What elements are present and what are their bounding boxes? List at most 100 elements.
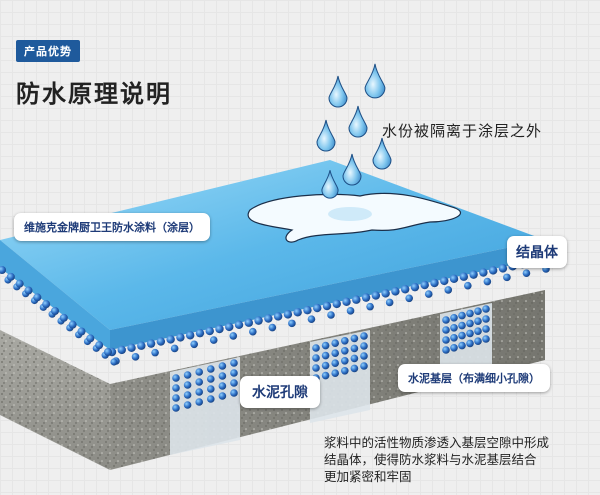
crystal-dot [312,354,320,362]
crystal-dot [405,294,413,303]
crystal-dot [371,291,381,300]
crystal-dot [474,337,482,346]
crystal-label: 结晶体 [507,236,567,268]
crystal-dot [482,325,490,333]
crystal-dot [86,334,95,343]
crystal-dot [466,329,474,338]
crystal-dot [350,334,359,343]
crystal-dot [127,343,136,353]
crystal-dot [68,320,77,329]
crystal-dot [420,280,429,290]
coating-side-edge [110,240,545,350]
crystal-dot [207,365,215,373]
crystal-dot [42,300,51,309]
crystal-dot [205,326,214,336]
crystal-dot [207,375,215,383]
crystal-dot [312,344,320,352]
cement-base-label: 水泥基层（布满细小孔隙） [398,364,550,392]
crystal-dot [321,361,330,370]
crystal-dot [350,354,359,363]
crystal-dot [366,302,374,311]
crystal-dot [360,332,368,340]
coating-label: 维施克金牌厨卫王防水涂料（涂层） [14,213,210,241]
crystal-dot [459,272,469,281]
crystal-dot [449,274,459,284]
crystal-dot [254,316,263,325]
crystal-dot [346,307,355,315]
crystal-dot [360,342,368,350]
crystal-dot [185,331,195,340]
crystal-dot [442,336,450,344]
crystal-dot [307,315,316,323]
crystal-dot [322,301,332,311]
crystal-dot [360,362,368,370]
crystal-dot [400,285,410,294]
crystal-dot [172,404,180,412]
crystal-dot [458,311,466,320]
crystal-dot [450,334,458,342]
crystal-dot [273,312,283,321]
coating-front-edge [0,240,110,350]
crystal-dot [104,348,112,356]
crystal-dot [207,385,215,393]
crystal-dot [172,394,180,402]
crystal-dot [391,287,400,296]
crystal-dot [117,345,126,355]
crystal-dot [483,277,492,286]
water-drop [316,119,336,152]
crystal-dot [176,333,185,342]
crystal-dot [482,315,490,323]
crystal-dot [303,305,312,315]
crystal-dot [146,339,156,348]
crystal-dot [442,316,450,324]
caption-line: 结晶体，使得防水浆料与水泥基层结合 [324,452,537,467]
crystal-dot [151,348,159,357]
crystal-dot [195,368,203,376]
crystal-dot [442,346,450,354]
crystal-dot [458,321,466,330]
water-drop [328,75,348,108]
crystal-dot [131,353,140,361]
crystal-dot [166,335,175,344]
explanation-caption: 浆料中的活性物质渗透入基层空隙中形成 结晶体，使得防水浆料与水泥基层结合 更加紧… [324,434,549,485]
crystal-dot [33,293,42,302]
water-drop [348,105,368,138]
crystal-dot [195,328,205,338]
crystal-dot [327,311,335,319]
crystal-dot [230,379,238,387]
crystal-dot [332,299,341,309]
crystal-dot [341,347,349,355]
crystal-dot [440,276,449,286]
water-separated-label: 水份被隔离于涂层之外 [382,122,543,140]
crystal-dot [24,286,33,295]
crystal-dot [469,270,478,279]
crystal-dot [458,341,466,350]
crystal-dot [209,336,218,344]
crystal-dot [283,310,293,319]
crystal-dot [172,374,180,382]
crystal-dot [195,398,203,406]
crystal-dot [218,362,227,370]
water-drop [364,63,386,99]
product-advantage-tag: 产品优势 [16,40,80,62]
crystal-dot [170,344,179,353]
crystal-dot [264,314,273,323]
crystal-dot [381,289,390,298]
crystal-dot [218,392,227,400]
crystal-dot [229,332,238,340]
crystal-dot [331,369,340,378]
crystal-dot [331,339,340,348]
crystal-dot [424,290,433,298]
crystal-dot [183,371,192,379]
crystal-dot [450,344,458,352]
crystal-dot [195,378,203,386]
crystal-dot [352,295,361,304]
crystal-dot [288,319,296,328]
crystal-dot [474,307,482,316]
crystal-dot [293,308,302,317]
crystal-dot [0,266,6,274]
crystal-dot [482,305,490,313]
crystal-dot [51,307,59,315]
cement-pores-label: 水泥孔隙 [240,376,320,408]
